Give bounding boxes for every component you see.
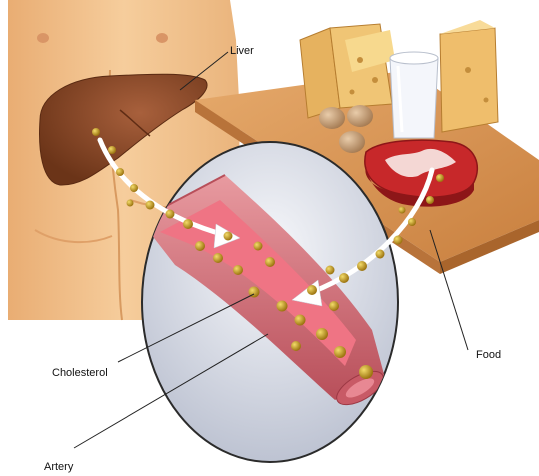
magnified-artery-view <box>140 142 398 462</box>
artery-label: Artery <box>44 461 74 473</box>
cholesterol-label: Cholesterol <box>52 367 108 379</box>
liver-label: Liver <box>230 45 254 57</box>
milk-glass-icon <box>390 52 438 138</box>
food-label: Food <box>476 349 501 361</box>
